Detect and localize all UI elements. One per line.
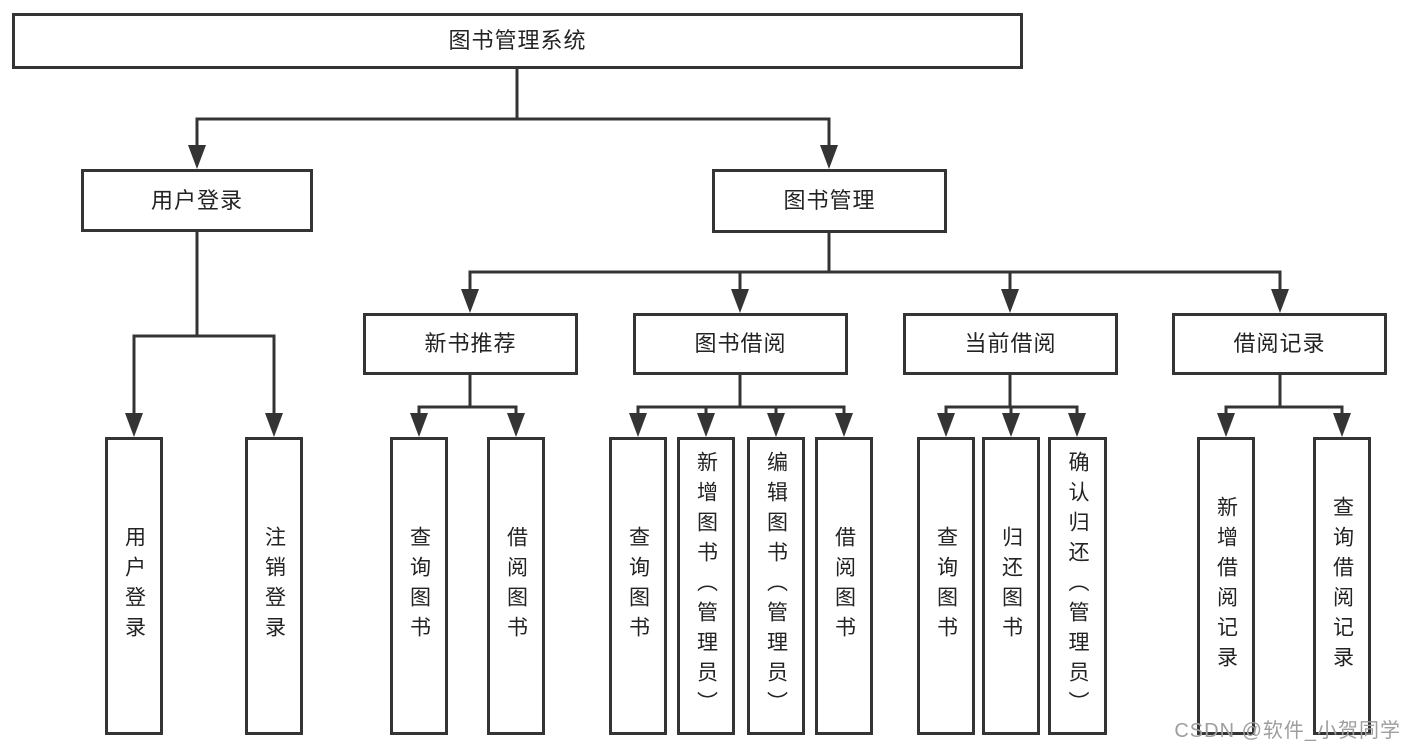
leaf-borrowing-edit-books-admin: 编辑图书（管理员） xyxy=(747,437,805,735)
node-root: 图书管理系统 xyxy=(12,13,1023,69)
leaf-borrowing-add-books-admin: 新增图书（管理员） xyxy=(677,437,735,735)
arrowheads xyxy=(125,145,1351,437)
node-book-management: 图书管理 xyxy=(712,169,947,233)
leaf-user-login: 用户登录 xyxy=(105,437,163,735)
watermark: CSDN @软件_小贺同学 xyxy=(1174,720,1401,742)
leaf-recommend-query-books: 查询图书 xyxy=(390,437,448,735)
leaf-recommend-borrow-books: 借阅图书 xyxy=(487,437,545,735)
node-book-borrowing: 图书借阅 xyxy=(633,313,848,375)
node-user-login: 用户登录 xyxy=(81,169,313,232)
leaf-borrowing-query-books: 查询图书 xyxy=(609,437,667,735)
leaf-current-confirm-return-admin: 确认归还（管理员） xyxy=(1048,437,1107,735)
node-new-book-recommend: 新书推荐 xyxy=(363,313,578,375)
leaf-current-return-books: 归还图书 xyxy=(982,437,1040,735)
leaf-current-query-books: 查询图书 xyxy=(917,437,975,735)
leaf-records-query-record: 查询借阅记录 xyxy=(1313,437,1371,735)
leaf-records-add-record: 新增借阅记录 xyxy=(1197,437,1255,735)
node-borrowing-records: 借阅记录 xyxy=(1172,313,1387,375)
leaf-borrowing-borrow-books: 借阅图书 xyxy=(815,437,873,735)
node-current-borrowing: 当前借阅 xyxy=(903,313,1118,375)
leaf-logout-login: 注销登录 xyxy=(245,437,303,735)
